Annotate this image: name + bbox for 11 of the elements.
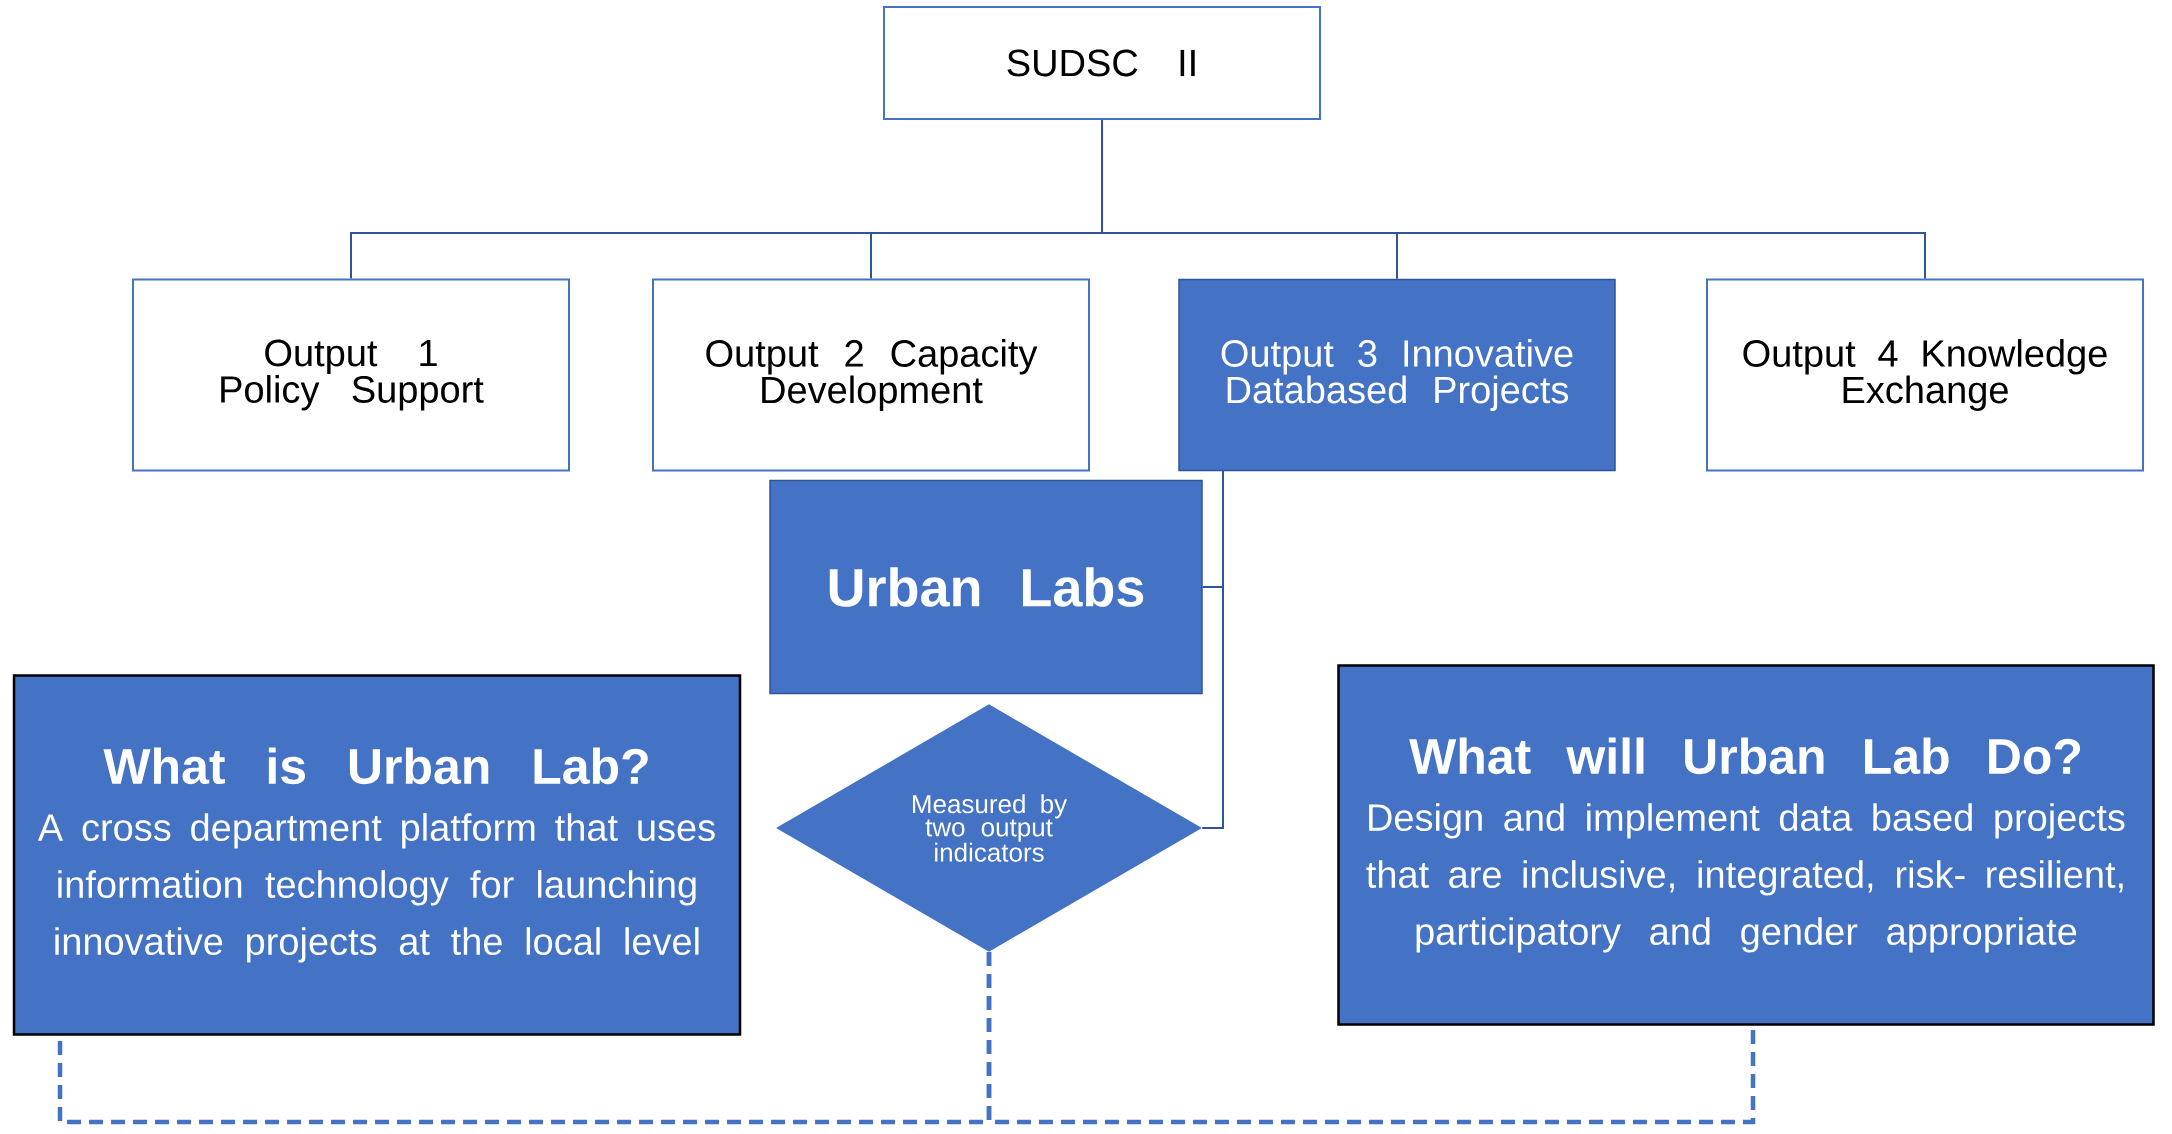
connector-line bbox=[1101, 119, 1926, 280]
info-box: What is Urban Lab? A cross department platform that uses information technology for launching innovative projects at the local level bbox=[12, 674, 742, 1036]
output-box: Output 4 Knowledge Exchange bbox=[1706, 278, 2144, 472]
connector-line bbox=[1201, 470, 1224, 829]
output-box: Output 1 Policy Support bbox=[132, 278, 570, 472]
connector-line bbox=[986, 951, 1756, 1125]
info-box: What will Urban Lab Do? Design and implement data based projects that are inclusive, integrated, risk- resilient, participatory and gender appropriate bbox=[1337, 664, 2155, 1026]
title-box: SUDSC II bbox=[883, 6, 1321, 120]
output-box: Output 2 Capacity Development bbox=[652, 278, 1090, 472]
output-box: Output 3 Innovative Databased Projects bbox=[1178, 278, 1616, 472]
urban-labs-box: Urban Labs bbox=[769, 479, 1203, 695]
